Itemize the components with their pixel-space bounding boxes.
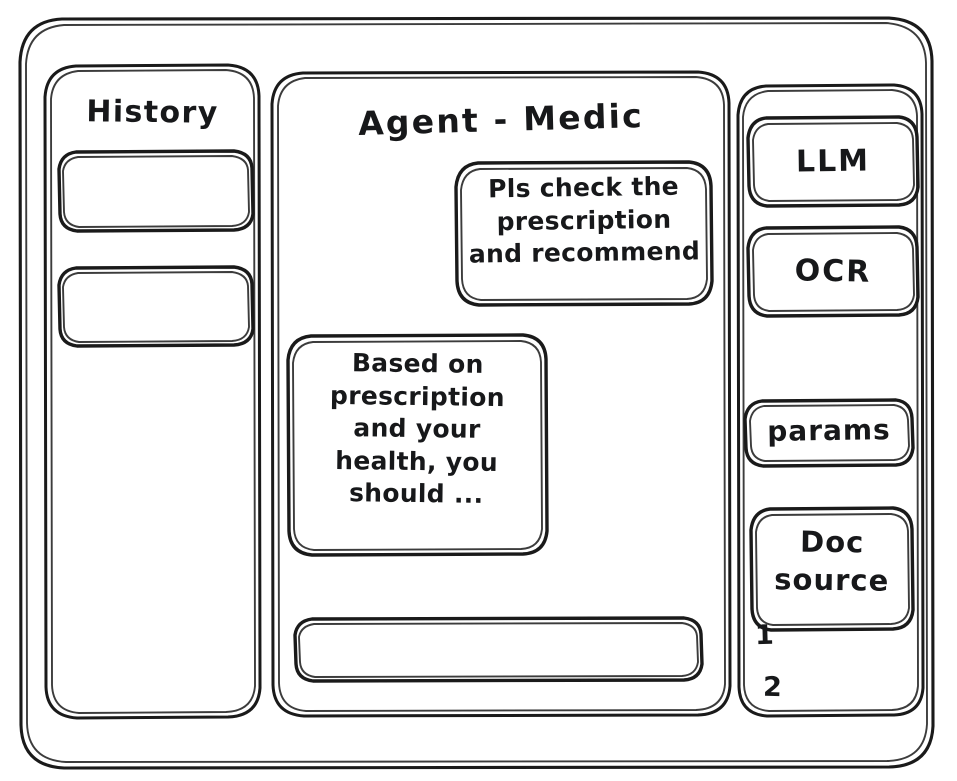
doc-source-reference-2[interactable]: 2 <box>762 671 783 704</box>
user-message-text: Pls check the prescription and recommend <box>468 171 701 269</box>
doc-source-reference-1[interactable]: 1 <box>754 619 775 652</box>
history-item-2-outline <box>57 265 255 348</box>
tool-button-params-outline <box>743 398 915 468</box>
doc-source-label[interactable]: Doc source <box>774 524 890 598</box>
tool-button-llm-outline <box>746 115 920 208</box>
window-frame <box>18 16 935 770</box>
tool-button-llm-label[interactable]: LLM <box>795 143 871 180</box>
doc-source-box-outline <box>749 506 915 632</box>
history-panel-outline <box>43 63 262 720</box>
tool-button-ocr-label[interactable]: OCR <box>794 253 872 290</box>
tool-button-ocr-outline <box>746 225 920 318</box>
tool-button-params-label[interactable]: params <box>767 413 891 448</box>
assistant-message-bubble-outline <box>286 333 549 557</box>
tools-panel-outline <box>736 83 925 718</box>
history-item-1-outline <box>57 149 255 233</box>
main-panel-outline <box>270 70 732 718</box>
assistant-message-text: Based on prescription and your health, y… <box>329 348 505 509</box>
composer-outline <box>293 616 704 683</box>
user-message-bubble-outline <box>454 160 714 307</box>
history-panel-title: History <box>86 94 219 131</box>
